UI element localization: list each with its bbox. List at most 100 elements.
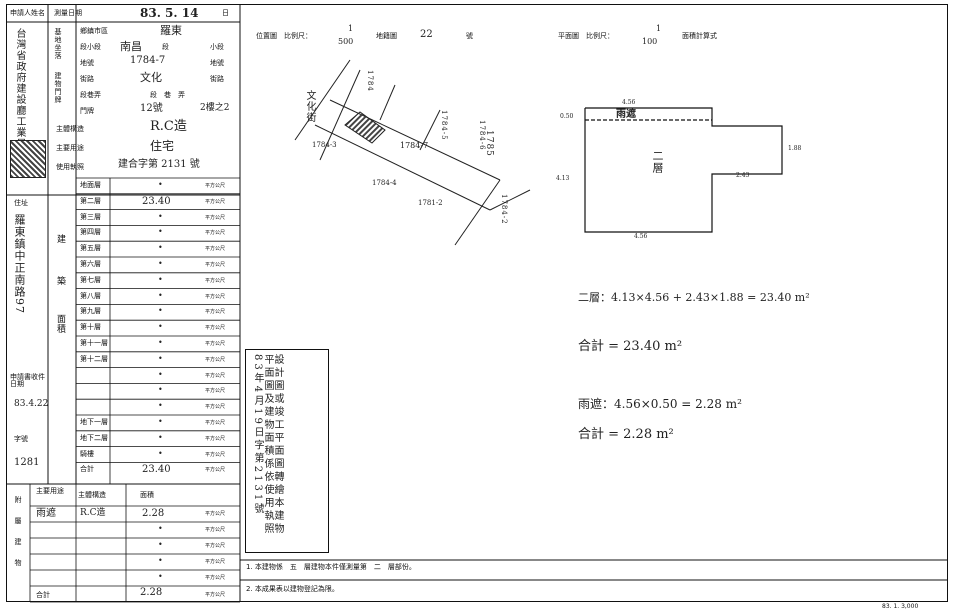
dim-step: 2.43 (736, 172, 750, 179)
annex-row-use: 雨遮 (36, 508, 56, 519)
lot-a-label: 1784 (366, 70, 374, 92)
floor-row-unit: 平方公尺 (205, 183, 226, 189)
address-label: 住址 (14, 199, 28, 207)
dim-canopy: 0.50 (560, 113, 574, 120)
floor-row-name: 地下一層 (80, 418, 108, 426)
location-scale-den: 500 (338, 37, 354, 46)
calc-line-4: 合計 = 2.28 m² (578, 427, 674, 442)
plan-scale-num: 1 (656, 24, 662, 33)
build-label: 建 (55, 234, 65, 244)
floor-row-unit: 平方公尺 (205, 356, 226, 363)
area-label: 面積 (55, 314, 65, 334)
survey-date-label: 測量日期 (54, 9, 82, 17)
annex-total-value: 2.28 (140, 587, 163, 598)
address-value: 羅東鎮中正南路97 (13, 214, 26, 314)
location-map-title: 位置圖 比例尺： (256, 32, 312, 40)
lot-e-label: 1784-2 (500, 194, 508, 225)
floor-row-value: • (158, 385, 163, 395)
location-scale-num: 1 (348, 24, 354, 33)
floor-row-name: 第十二層 (80, 354, 108, 363)
floor-label: 二層 (651, 150, 664, 174)
use-label: 主要用途 (56, 144, 84, 152)
floor-row-name: 第五層 (80, 244, 101, 253)
calc-line-1: 二層：4.13×4.56 + 2.43×1.88 = 23.40 m² (578, 291, 810, 304)
section-suffix1: 段 (162, 43, 169, 51)
floor-row-value: • (158, 369, 163, 379)
lot-g-label: 1784-6 (478, 120, 486, 151)
annex-row-unit: 平方公尺 (205, 527, 226, 533)
floor-row-name: 第二層 (80, 196, 101, 205)
lot-d-label: 1784-4 (372, 179, 397, 187)
section-label: 段小段 (80, 43, 101, 51)
receipt-date: 83.4.22 (14, 399, 49, 409)
annex-row-unit: 平方公尺 (205, 543, 226, 549)
floor-row-unit: 平方公尺 (205, 262, 226, 268)
footer-code: 83. 1. 3,000 (882, 603, 919, 610)
dim-top: 4.56 (622, 99, 636, 106)
floor-row-value: • (158, 243, 163, 253)
annex-total-label: 合計 (36, 591, 50, 599)
floor-row-name: 第八層 (80, 291, 101, 300)
floor-row-name: 第十層 (80, 323, 101, 332)
word-label: 字號 (14, 435, 28, 443)
street-suffix: 街路 (210, 75, 224, 83)
floor-row-unit: 平方公尺 (205, 388, 226, 395)
number-value: 12號 (140, 103, 163, 114)
floor-row-unit: 平方公尺 (205, 325, 226, 332)
calc-line-2: 合計 = 23.40 m² (578, 339, 683, 354)
annex-purpose-label: 主要用途 (36, 487, 64, 495)
lot-f-label: 1781-2 (418, 199, 443, 207)
floor-row-value: • (158, 180, 163, 189)
floor-row-unit: 平方公尺 (205, 277, 226, 284)
floor-row-name: 第十一層 (80, 339, 108, 347)
floor-row-unit: 平方公尺 (205, 451, 226, 458)
lot-suffix: 地號 (210, 59, 224, 67)
floor-row-value: • (158, 306, 163, 316)
floor-row-unit: 平方公尺 (205, 435, 226, 442)
location-map-no: 22 (420, 29, 433, 40)
floor-row-value: • (158, 259, 163, 268)
floor-row-value: • (158, 211, 163, 221)
floor-row-unit: 平方公尺 (205, 341, 226, 347)
floor-row-unit: 平方公尺 (205, 214, 226, 221)
floor-row-value: • (158, 417, 163, 426)
floor-row-name: 地面層 (80, 181, 101, 189)
floor-row-value: 23.40 (142, 195, 171, 207)
plan-title-suffix: 面積計算式 (682, 32, 717, 40)
floor-row-unit: 平方公尺 (205, 404, 226, 411)
word-number: 1281 (14, 457, 40, 468)
floor-row-unit: 平方公尺 (205, 309, 226, 316)
survey-date-suffix: 日 (222, 9, 229, 17)
structure-label: 主體構造 (56, 125, 84, 133)
floor-row-value: • (158, 448, 163, 458)
floor-row-value: • (158, 322, 163, 332)
source-note-box: 設計圖或竣工平面圖轉繪本建物平面圖及建物面積係依使用執照83年4月19日字第21… (245, 349, 329, 553)
floor-row-unit: 平方公尺 (205, 246, 226, 253)
annex-row-unit: 平方公尺 (205, 511, 226, 517)
town-label: 鄉鎮市區 (80, 27, 108, 35)
annex-total-unit: 平方公尺 (205, 592, 226, 598)
annex-row-structure: R.C造 (80, 508, 106, 518)
applicant-label: 申請人姓名 (10, 9, 45, 17)
street-value: 文化 (140, 71, 162, 84)
calc-line-3: 雨遮：4.56×0.50 = 2.28 m² (578, 397, 742, 411)
floor-row-value: • (158, 432, 163, 442)
number-suffix: 2樓之2 (200, 103, 230, 113)
floor-row-value: • (158, 290, 163, 300)
lane-suffix: 段 巷 弄 (150, 91, 185, 99)
build2-label: 築 (55, 276, 65, 286)
annex-row-value: • (158, 524, 163, 533)
floor-row-value: • (158, 338, 163, 347)
floor-row-value: • (158, 401, 163, 411)
floor-row-name: 第三層 (80, 212, 101, 221)
building-label: 建物門牌 (54, 72, 62, 104)
street-label: 街路 (80, 75, 94, 83)
footer-note-2: 2. 本成果表以建物登記為限。 (246, 585, 339, 593)
annex-label: 附屬建物 (14, 496, 22, 580)
annex-structure-label: 主體構造 (78, 491, 106, 499)
section-suffix2: 小段 (210, 43, 224, 51)
lot-b-label: 1784-5 (440, 110, 448, 141)
dim-left: 4.13 (556, 175, 570, 182)
